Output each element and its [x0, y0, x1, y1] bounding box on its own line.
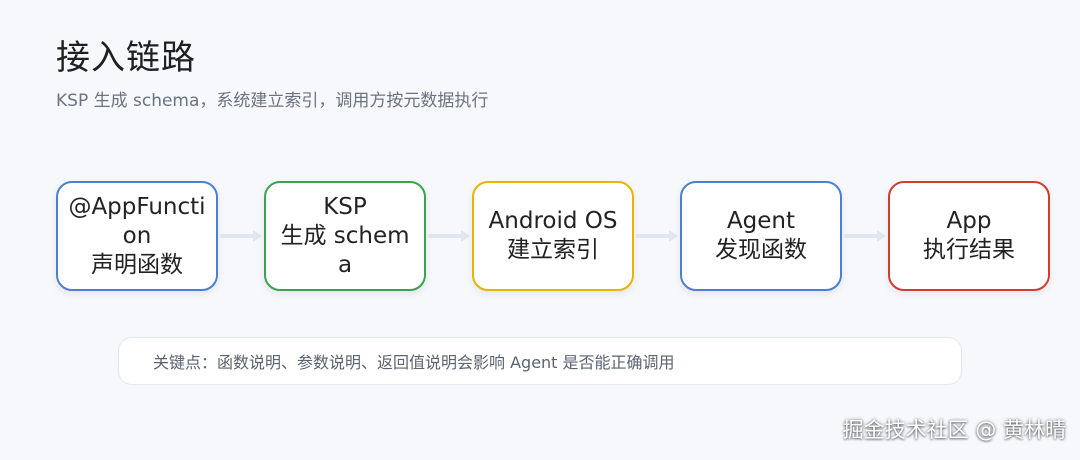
arrow-3	[636, 230, 678, 242]
arrow-1	[220, 230, 262, 242]
node-ksp-label: KSP 生成 schema	[280, 193, 410, 278]
key-point-note: 关键点：函数说明、参数说明、返回值说明会影响 Agent 是否能正确调用	[118, 337, 962, 385]
node-appfunction-label: @AppFunction 声明函数	[68, 193, 206, 278]
node-app: App 执行结果	[888, 181, 1050, 291]
node-android-os-label: Android OS 建立索引	[488, 208, 618, 263]
node-agent: Agent 发现函数	[680, 181, 842, 291]
arrow-line	[844, 234, 877, 238]
node-ksp: KSP 生成 schema	[264, 181, 426, 291]
arrow-head-icon	[253, 230, 262, 242]
node-agent-label: Agent 发现函数	[715, 208, 807, 263]
arrow-line	[636, 234, 669, 238]
arrow-line	[428, 234, 461, 238]
arrow-head-icon	[877, 230, 886, 242]
key-point-text: 关键点：函数说明、参数说明、返回值说明会影响 Agent 是否能正确调用	[153, 353, 675, 372]
arrow-line	[220, 234, 253, 238]
node-appfunction: @AppFunction 声明函数	[56, 181, 218, 291]
page-subtitle: KSP 生成 schema，系统建立索引，调用方按元数据执行	[56, 91, 489, 111]
watermark: 掘金技术社区 @ 黄林晴	[842, 418, 1066, 442]
arrow-head-icon	[461, 230, 470, 242]
page-title: 接入链路	[56, 38, 196, 78]
arrow-2	[428, 230, 470, 242]
arrow-head-icon	[669, 230, 678, 242]
node-android-os: Android OS 建立索引	[472, 181, 634, 291]
node-app-label: App 执行结果	[923, 208, 1015, 263]
arrow-4	[844, 230, 886, 242]
